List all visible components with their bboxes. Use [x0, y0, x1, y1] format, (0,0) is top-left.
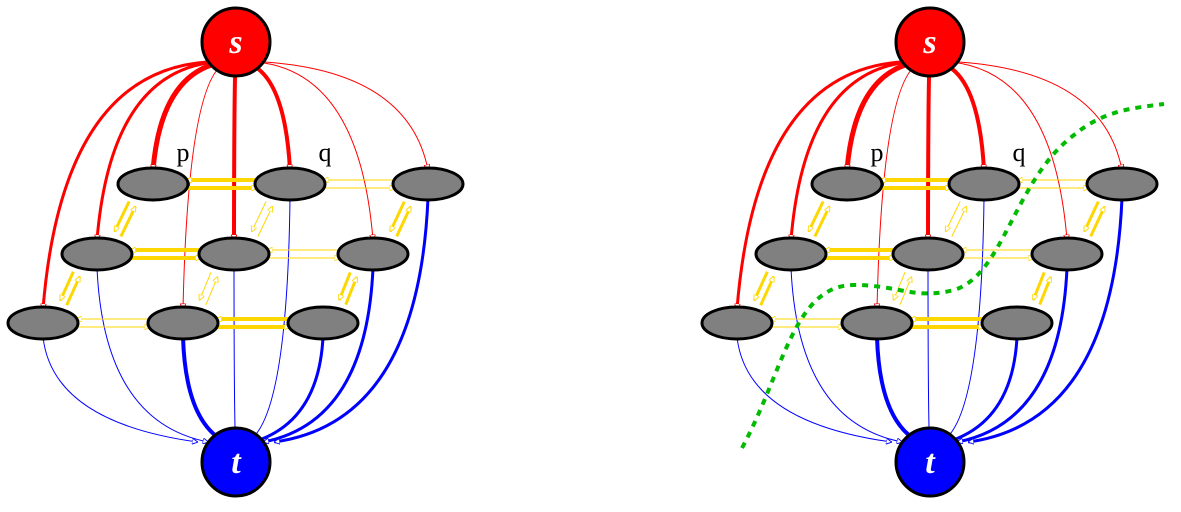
neighbor-edge: [257, 206, 272, 237]
neighbor-edge: [759, 277, 776, 306]
source-link-edge: [937, 60, 984, 170]
neighbor-edge: [1038, 277, 1053, 306]
neighbor-edge: [894, 272, 906, 300]
pixel-node: [947, 166, 1021, 202]
pixel-node: [810, 166, 884, 202]
pixel-node: [197, 236, 271, 272]
node-q-label: q: [319, 138, 332, 167]
neighbor-edge: [65, 277, 82, 306]
neighbor-edge: [119, 206, 137, 238]
neighbor-edge: [1083, 201, 1100, 232]
source-node: [894, 6, 966, 78]
neighbor-edge: [252, 201, 267, 231]
source-link-edge: [183, 61, 229, 309]
source-node: [200, 6, 272, 78]
sink-link-edge: [947, 336, 1019, 442]
neighbor-edge: [1089, 207, 1106, 237]
neighbor-edge: [58, 271, 75, 301]
neighbor-edge: [113, 200, 131, 231]
sink-label: t: [231, 444, 242, 481]
sink-link-edge: [42, 336, 197, 442]
sink-link-edge: [253, 336, 325, 442]
source-label: s: [228, 24, 242, 61]
source-link-edge: [43, 60, 208, 309]
sink-node: [894, 426, 966, 498]
pixel-node: [700, 305, 774, 341]
source-link-edge: [737, 60, 902, 309]
source-link-edge: [264, 61, 428, 170]
neighbor-edge: [344, 277, 359, 306]
sink-link-edge: [181, 336, 225, 444]
node-p-label: p: [177, 138, 190, 167]
graph-right: s t p q: [700, 6, 1165, 498]
sink-link-edge: [790, 267, 902, 442]
sink-link-edge: [96, 267, 208, 442]
sink-link-edge: [263, 267, 375, 442]
graph-cut-line: [740, 102, 1165, 449]
neighbor-edge: [813, 206, 831, 238]
node-q-label: q: [1013, 138, 1026, 167]
pixel-node: [253, 166, 327, 202]
source-link-edge: [791, 60, 910, 240]
sink-link-edge: [736, 336, 891, 442]
neighbor-edge: [205, 277, 217, 305]
source-link-edge: [256, 61, 373, 240]
pixel-node: [840, 305, 914, 341]
neighbor-edge: [899, 277, 911, 305]
pixel-node: [1085, 166, 1159, 202]
source-link-edge: [97, 60, 216, 240]
source-label: s: [922, 24, 936, 61]
pixel-node: [146, 305, 220, 341]
source-link-edge: [243, 60, 290, 170]
pixel-node: [980, 305, 1054, 341]
pixel-node: [336, 236, 410, 272]
sink-link-edge: [928, 267, 930, 442]
source-link-edge: [958, 61, 1122, 170]
graph-left: s t p q: [6, 6, 465, 498]
pixel-node: [286, 305, 360, 341]
neighbor-edge: [807, 200, 825, 231]
neighbor-edge: [951, 206, 966, 237]
node-p-label: p: [871, 138, 884, 167]
neighbor-edge: [200, 272, 212, 300]
sink-link-edge: [234, 267, 236, 442]
neighbor-edge: [1031, 271, 1046, 300]
neighbor-edge: [337, 271, 352, 300]
neighbor-edge: [946, 201, 961, 231]
pixel-node: [1030, 236, 1104, 272]
sink-node: [200, 426, 272, 498]
neighbor-edge: [752, 271, 769, 301]
sink-link-edge: [274, 197, 430, 442]
pixel-node: [391, 166, 465, 202]
sink-label: t: [925, 444, 936, 481]
source-link-edge: [877, 61, 923, 309]
pixel-node: [60, 236, 134, 272]
sink-link-edge: [968, 197, 1124, 442]
source-link-edge: [950, 61, 1067, 240]
sink-link-edge: [957, 267, 1069, 442]
pixel-node: [891, 236, 965, 272]
neighbor-edge: [395, 207, 412, 237]
source-link-edge: [234, 61, 238, 240]
sink-link-edge: [875, 336, 919, 444]
pixel-node: [116, 166, 190, 202]
source-link-edge: [928, 61, 932, 240]
pixel-node: [754, 236, 828, 272]
pixel-node: [6, 305, 80, 341]
neighbor-edge: [389, 201, 406, 232]
